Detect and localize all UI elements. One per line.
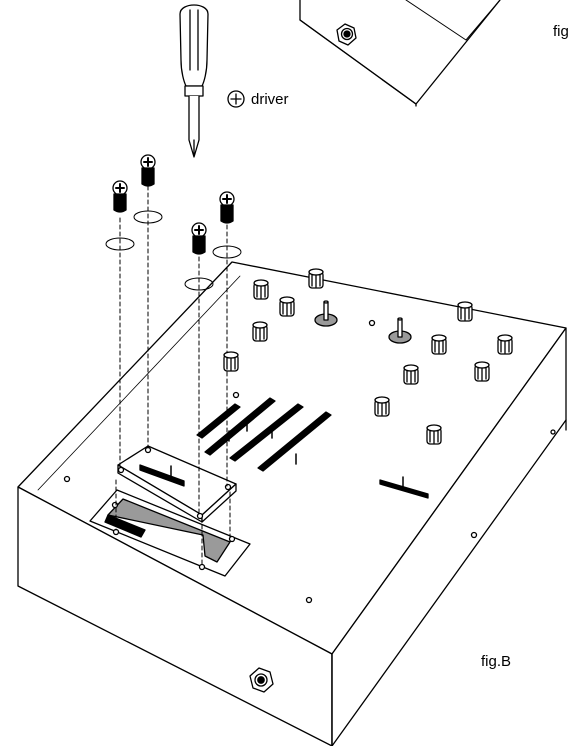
fader-recess [89,489,251,577]
knob-icon [279,296,295,317]
surface-holes [63,319,556,604]
knob-icon [252,321,268,342]
screw-icon [140,154,156,187]
knob-icon [426,424,442,445]
mixer-chassis [17,261,567,746]
switch-icon [314,300,338,327]
knob-icon [457,301,473,322]
screw-icon [191,222,207,255]
jack-icon [336,23,357,46]
knob-icon [474,361,490,382]
plus-circle-icon [227,90,245,108]
knob-icon [253,279,269,300]
knob-icon [308,268,324,289]
screw-icon [219,191,235,224]
fader-slots [196,397,429,499]
switch-icon [388,317,412,344]
screwdriver-icon [179,4,209,158]
knob-icon [497,334,513,355]
knob-icon [403,364,419,385]
knob-icon [431,334,447,355]
rotation-arrows [105,210,242,291]
figure-label-top: fig [553,23,569,40]
knob-icon [374,396,390,417]
fader-plate [117,445,237,523]
top-unit [299,0,501,107]
figure-label-b: fig.B [481,653,511,670]
knob-icon [223,351,239,372]
screw-icon [112,180,128,213]
jack-icon [249,667,274,693]
driver-label: driver [251,91,289,108]
